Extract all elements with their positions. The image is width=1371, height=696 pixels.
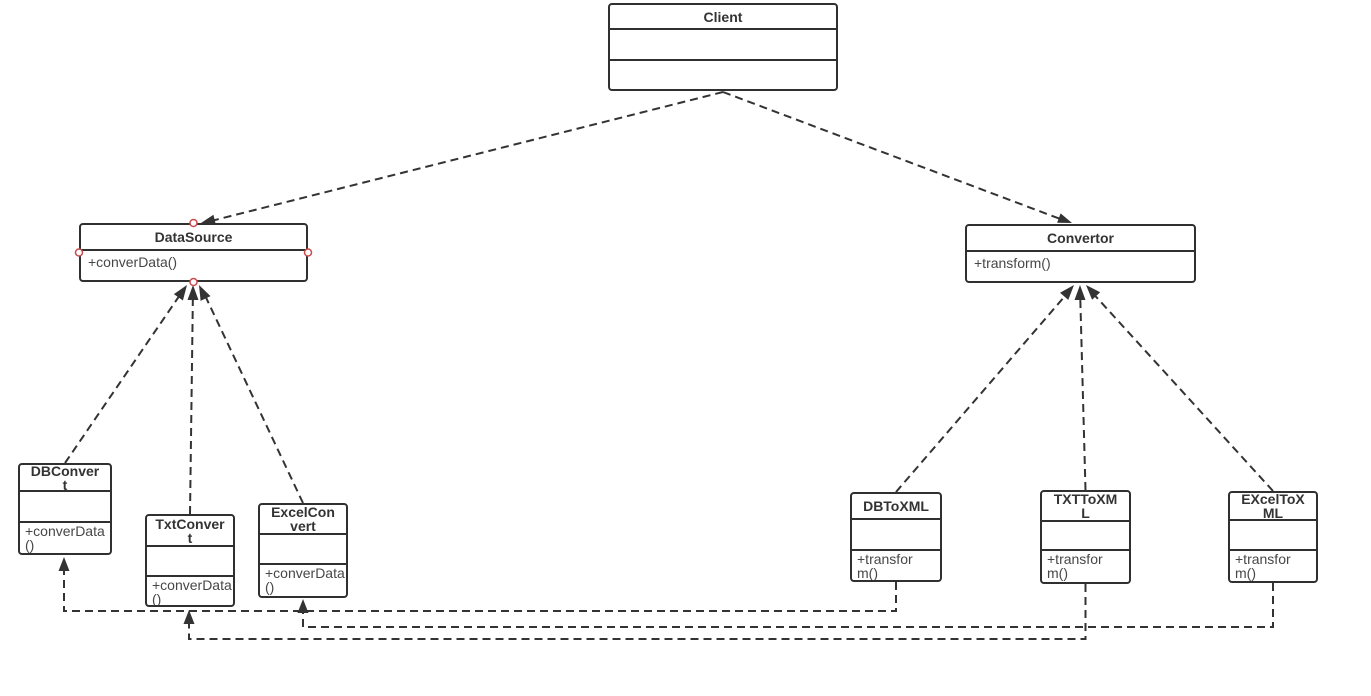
edge-client-datasource[interactable]: [206, 91, 724, 223]
class-txttoxml-methods: +transform(): [1047, 551, 1103, 581]
class-exceltoxml-methods: +transform(): [1235, 551, 1291, 581]
arrowhead-excelconvert-datasource: [199, 285, 211, 301]
arrowhead-client-convertor: [1057, 213, 1072, 223]
edge-txttoxml-txtconvert[interactable]: [188, 584, 1087, 640]
class-dbtoxml-methods: +transform(): [857, 551, 913, 580]
class-txtconvert[interactable]: TxtConvert +converData(): [145, 514, 235, 607]
class-client-attributes: [610, 30, 836, 61]
class-exceltoxml-title: EXcelToXML: [1230, 493, 1316, 521]
class-datasource[interactable]: DataSource +converData(): [79, 223, 308, 282]
class-txttoxml-attributes: [1042, 522, 1129, 551]
arrowhead-client-datasource: [201, 214, 216, 225]
class-txtconvert-methods: +converData(): [152, 577, 232, 605]
class-dbtoxml[interactable]: DBToXML +transform(): [850, 492, 942, 582]
class-excelconvert-attributes: [260, 535, 346, 565]
class-txttoxml-title: TXTToXML: [1042, 492, 1129, 522]
class-dbtoxml-attributes: [852, 520, 940, 551]
class-excelconvert-title: ExcelConvert: [260, 505, 346, 535]
edge-dbtoxml-convertor[interactable]: [895, 288, 1072, 493]
class-exceltoxml-attributes: [1230, 521, 1316, 551]
class-convertor-methods: +transform(): [974, 255, 1051, 271]
edge-txttoxml-convertor[interactable]: [1079, 287, 1087, 491]
class-dbconvert-methods: +converData(): [25, 523, 105, 553]
class-dbconvert-attributes: [20, 492, 110, 523]
class-datasource-title: DataSource: [81, 225, 306, 251]
arrowhead-dbconvert-datasource: [173, 285, 187, 301]
arrowhead-exceltoxml-excelconvert: [297, 599, 309, 613]
edge-exceltoxml-excelconvert[interactable]: [302, 583, 1274, 628]
class-txttoxml[interactable]: TXTToXML +transform(): [1040, 490, 1131, 584]
arrowhead-dbtoxml-dbconvert: [58, 557, 70, 571]
class-dbtoxml-title: DBToXML: [852, 494, 940, 520]
arrowhead-txtconvert-datasource: [187, 285, 199, 300]
edge-excelconvert-datasource[interactable]: [201, 288, 304, 504]
class-client[interactable]: Client: [608, 3, 838, 91]
arrowhead-dbtoxml-convertor: [1060, 285, 1074, 300]
class-client-methods: [610, 61, 836, 89]
edge-exceltoxml-convertor[interactable]: [1088, 288, 1274, 492]
edge-client-convertor[interactable]: [722, 91, 1064, 221]
edge-dbconvert-datasource[interactable]: [64, 288, 185, 464]
arrowhead-txttoxml-txtconvert: [183, 610, 195, 624]
class-txtconvert-title: TxtConvert: [147, 516, 233, 547]
class-txtconvert-attributes: [147, 547, 233, 577]
class-excelconvert[interactable]: ExcelConvert +converData(): [258, 503, 348, 598]
class-dbconvert[interactable]: DBConvert +converData(): [18, 463, 112, 555]
arrowhead-txttoxml-convertor: [1074, 285, 1086, 300]
class-datasource-methods: +converData(): [88, 254, 178, 270]
arrowhead-exceltoxml-convertor: [1086, 285, 1101, 300]
class-dbconvert-title: DBConvert: [20, 465, 110, 492]
class-exceltoxml[interactable]: EXcelToXML +transform(): [1228, 491, 1318, 583]
class-excelconvert-methods: +converData(): [265, 565, 345, 595]
edge-dbtoxml-dbconvert[interactable]: [63, 571, 897, 612]
class-convertor[interactable]: Convertor +transform(): [965, 224, 1196, 283]
edge-txtconvert-datasource[interactable]: [189, 287, 194, 515]
class-convertor-title: Convertor: [967, 226, 1194, 252]
class-client-title: Client: [610, 5, 836, 30]
